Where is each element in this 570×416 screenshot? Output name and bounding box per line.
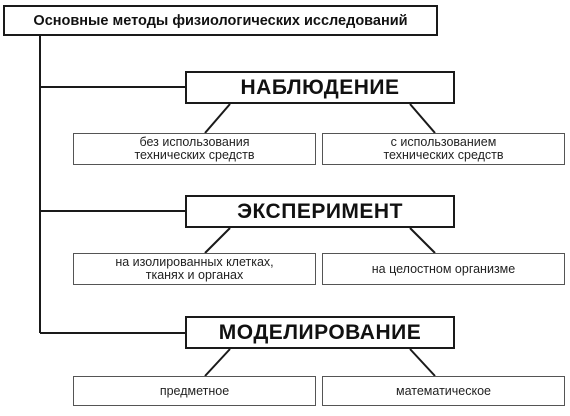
split-observation-right: [409, 103, 436, 134]
method-observation-label: НАБЛЮДЕНИЕ: [240, 75, 400, 99]
modeling-sub-mathematical-label: математическое: [395, 383, 491, 398]
split-experiment-right: [409, 227, 436, 254]
method-modeling-box: МОДЕЛИРОВАНИЕ: [185, 316, 455, 349]
observation-sub-without-tech-label: без использования технических средств: [134, 135, 255, 162]
modeling-sub-mathematical: математическое: [322, 376, 565, 406]
split-modeling-right: [409, 348, 436, 377]
split-modeling-left: [204, 348, 231, 377]
observation-sub-with-tech-label: с использованием технических средств: [383, 135, 504, 162]
method-experiment-box: ЭКСПЕРИМЕНТ: [185, 195, 455, 228]
modeling-sub-physical-label: предметное: [159, 383, 230, 398]
diagram-title-text: Основные методы физиологических исследов…: [33, 12, 408, 29]
method-observation-box: НАБЛЮДЕНИЕ: [185, 71, 455, 104]
method-modeling-label: МОДЕЛИРОВАНИЕ: [218, 320, 422, 344]
observation-sub-without-tech: без использования технических средств: [73, 133, 316, 165]
split-observation-left: [204, 103, 231, 134]
modeling-sub-physical: предметное: [73, 376, 316, 406]
split-experiment-left: [204, 227, 231, 254]
diagram-title: Основные методы физиологических исследов…: [3, 5, 438, 36]
method-experiment-label: ЭКСПЕРИМЕНТ: [237, 199, 403, 223]
observation-sub-with-tech: с использованием технических средств: [322, 133, 565, 165]
experiment-sub-whole-organism: на целостном организме: [322, 253, 565, 285]
experiment-sub-isolated-label: на изолированных клетках, тканях и орган…: [115, 255, 274, 282]
experiment-sub-whole-organism-label: на целостном организме: [371, 261, 516, 276]
experiment-sub-isolated: на изолированных клетках, тканях и орган…: [73, 253, 316, 285]
